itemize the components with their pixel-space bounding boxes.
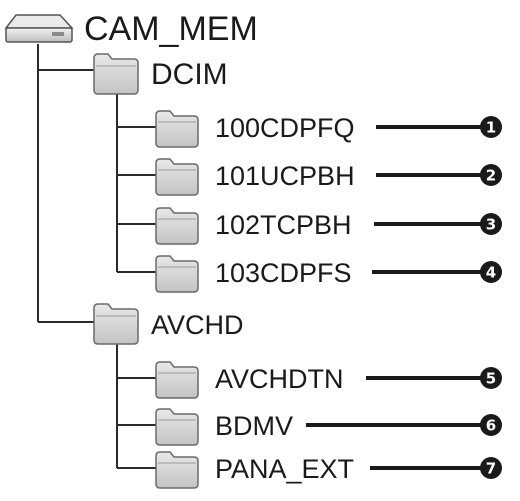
folder-label-bdmv: BDMV	[215, 411, 293, 441]
folder-label-pana-ext: PANA_EXT	[215, 454, 354, 484]
root-node: CAM_MEM	[4, 10, 258, 48]
callout-badge-4: 4	[480, 261, 502, 283]
folder-icon	[155, 158, 199, 196]
folder-label-100cdpfq: 100CDPFQ	[215, 113, 355, 143]
folder-icon	[155, 110, 199, 148]
folder-label-dcim: DCIM	[151, 58, 228, 91]
root-label: CAM_MEM	[84, 10, 258, 48]
callout-badge-2: 2	[480, 164, 502, 186]
callout-number: 2	[486, 167, 496, 185]
callout-number: 5	[486, 370, 496, 388]
folder-icon	[155, 361, 199, 399]
folder-label-103cdpfs: 103CDPFS	[215, 258, 352, 288]
callout-badge-5: 5	[480, 367, 502, 389]
folder-label-102tcpbh: 102TCPBH	[215, 210, 352, 240]
callout-badge-6: 6	[480, 414, 502, 436]
folder-avchdtn: AVCHDTN 5	[155, 361, 502, 399]
folder-icon	[155, 408, 199, 446]
folder-icon	[93, 303, 139, 345]
callout-badge-1: 1	[480, 116, 502, 138]
folder-102tcpbh: 102TCPBH 3	[155, 207, 502, 245]
callout-badge-7: 7	[480, 457, 502, 479]
folder-101ucpbh: 101UCPBH 2	[155, 158, 502, 196]
folder-icon	[93, 53, 139, 95]
folder-icon	[155, 207, 199, 245]
folder-icon	[155, 255, 199, 293]
callout-number: 3	[486, 216, 496, 234]
folder-100cdpfq: 100CDPFQ 1	[155, 110, 502, 148]
folder-avchd: AVCHD	[93, 303, 244, 345]
folder-dcim: DCIM	[93, 53, 228, 95]
folder-label-101ucpbh: 101UCPBH	[215, 161, 355, 191]
folder-label-avchdtn: AVCHDTN	[215, 364, 344, 394]
callout-number: 4	[486, 264, 496, 282]
folder-label-avchd: AVCHD	[151, 310, 244, 340]
callout-number: 6	[486, 417, 496, 435]
folder-pana-ext: PANA_EXT 7	[155, 451, 502, 489]
callout-number: 1	[486, 119, 496, 137]
callout-number: 7	[486, 460, 496, 478]
tree-connectors	[37, 44, 158, 469]
memory-card-icon	[4, 14, 74, 43]
callout-badge-3: 3	[480, 213, 502, 235]
folder-103cdpfs: 103CDPFS 4	[155, 255, 502, 293]
folder-icon	[155, 451, 199, 489]
folder-bdmv: BDMV 6	[155, 408, 502, 446]
